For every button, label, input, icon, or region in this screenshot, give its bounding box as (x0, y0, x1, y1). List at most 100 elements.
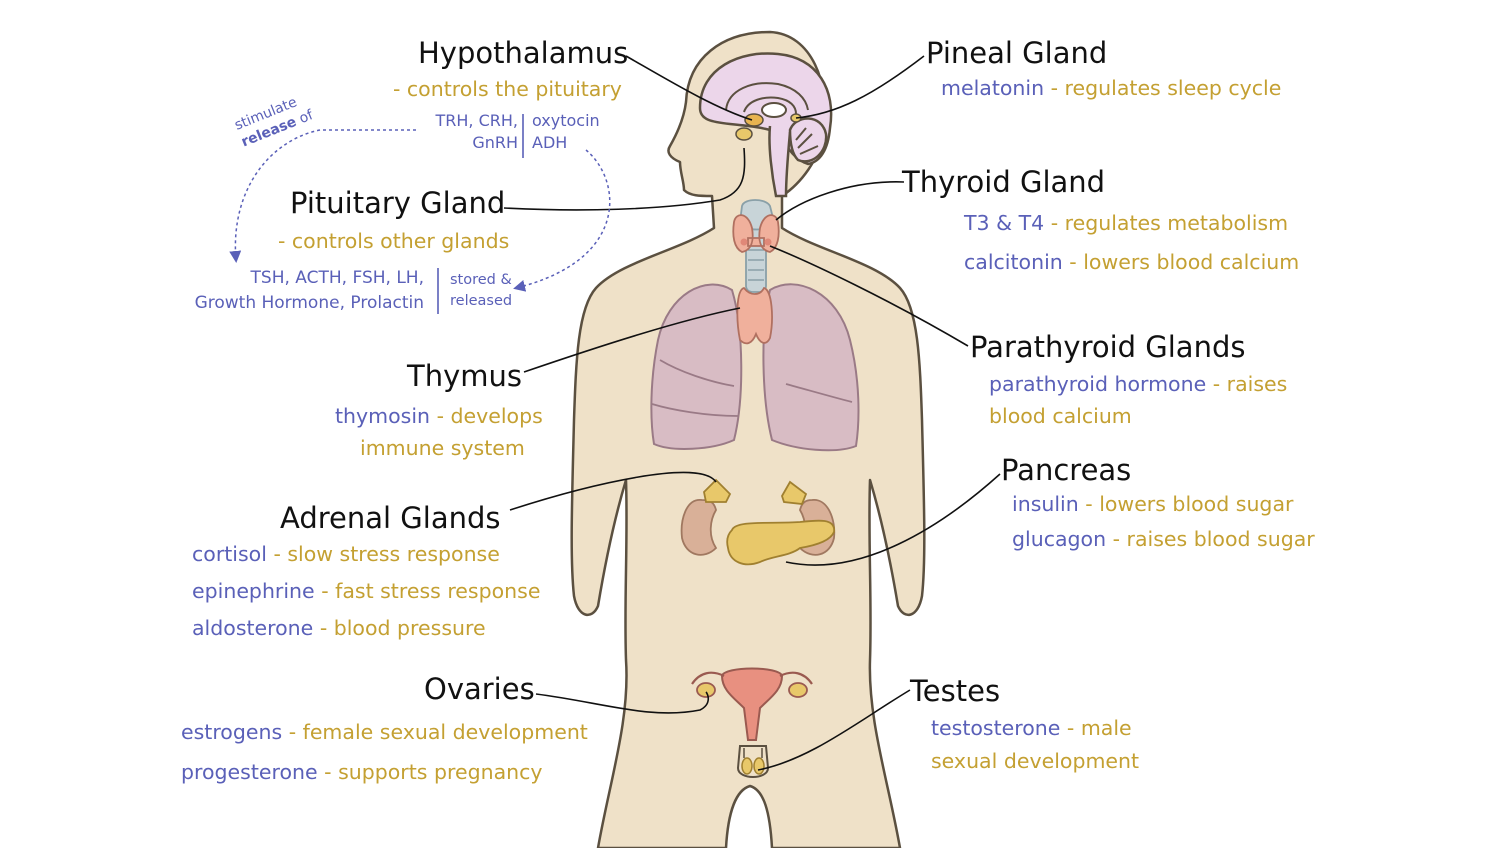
hormone-line: TSH, ACTH, FSH, LH, (250, 268, 424, 288)
hypothalamus-title: Hypothalamus (418, 36, 629, 70)
cerebellum (788, 117, 828, 163)
stored-released-arrow (513, 149, 611, 292)
thymus-line-2: immune system (360, 436, 525, 460)
left-lung-fissure (651, 359, 739, 417)
hormone-line: TRH, CRH, (435, 111, 519, 130)
hormone-function: - regulates sleep cycle (1050, 76, 1282, 100)
thymus-leader (523, 307, 741, 373)
adrenal-line-2: epinephrine - fast stress response (192, 578, 540, 604)
hormone-name: progesterone (181, 760, 318, 784)
brain-inner-fold (725, 82, 809, 111)
hypothalamus-posterior-hormones: oxytocin ADH (532, 110, 600, 154)
thymus-line-1: thymosin - develops (335, 403, 543, 429)
testes-line-1: testosterone - male (931, 715, 1132, 741)
thyroid-line-1: T3 & T4 - regulates metabolism (964, 210, 1288, 236)
hormone-function: - male (1066, 716, 1132, 740)
hormone-name: glucagon (1012, 527, 1107, 551)
stored-released-label: stored & released (450, 270, 512, 312)
hormone-name: melatonin (941, 76, 1045, 100)
fallopian-tubes (691, 671, 813, 685)
adrenal-line-3: aldosterone - blood pressure (192, 615, 486, 641)
hormone-name: calcitonin (964, 250, 1063, 274)
pituitary-marker (735, 127, 753, 141)
pineal-title: Pineal Gland (926, 36, 1108, 70)
left-testis (741, 757, 753, 775)
hormone-function: - regulates metabolism (1050, 211, 1289, 235)
parathyroid-dot (740, 238, 748, 246)
stimulate-arrow (229, 129, 416, 263)
leader-lines (503, 55, 1001, 771)
hormone-name: cortisol (192, 542, 267, 566)
hypothalamus-releasing-hormones: TRH, CRH, GnRH (400, 110, 519, 154)
right-testis (753, 757, 765, 775)
testes-leader (757, 689, 911, 771)
hormone-function: - lowers blood calcium (1069, 250, 1300, 274)
thyroid-title: Thyroid Gland (902, 165, 1106, 199)
pancreas-line-2: glucagon - raises blood sugar (1012, 526, 1315, 552)
parathyroid-line-2: blood calcium (989, 404, 1132, 428)
pituitary-title: Pituitary Gland (290, 186, 506, 220)
adrenal-title: Adrenal Glands (280, 501, 501, 535)
parathyroid-line-1: parathyroid hormone - raises (989, 371, 1287, 397)
cerebellum-folds (795, 127, 819, 155)
hormone-function: - raises blood sugar (1112, 527, 1315, 551)
released-line: released (450, 293, 513, 309)
hormone-name: testosterone (931, 716, 1061, 740)
body-silhouette (570, 30, 926, 848)
trachea-rings (748, 249, 764, 281)
hormone-name: epinephrine (192, 579, 315, 603)
left-lung (650, 283, 743, 450)
brain-thalamus (761, 102, 787, 118)
pituitary-leader (503, 147, 746, 211)
hormone-function: - fast stress response (321, 579, 541, 603)
hypothalamus-desc: - controls the pituitary (393, 77, 622, 101)
stored-line: stored & (450, 272, 512, 288)
hormone-function: - lowers blood sugar (1085, 492, 1294, 516)
right-ovary (788, 682, 808, 698)
pancreas-organ (726, 519, 835, 566)
ovaries-line-1: estrogens - female sexual development (181, 719, 588, 745)
hormone-function: - develops (436, 404, 543, 428)
pituitary-hormones: TSH, ACTH, FSH, LH, Growth Hormone, Prol… (150, 266, 424, 316)
pancreas-leader (785, 473, 1001, 566)
hormone-line: ADH (532, 133, 568, 152)
thymus-title: Thymus (407, 359, 522, 393)
right-adrenal (781, 480, 808, 505)
adrenal-line-1: cortisol - slow stress response (192, 541, 500, 567)
hormone-function: - raises (1212, 372, 1288, 396)
adrenal-leader (509, 471, 717, 511)
pancreas-line-1: insulin - lowers blood sugar (1012, 491, 1293, 517)
hypothalamus-leader (625, 55, 753, 121)
testes-ducts (743, 748, 763, 758)
left-ovary (696, 682, 716, 698)
hormone-line: GnRH (472, 133, 518, 152)
left-kidney (680, 499, 718, 556)
hormone-name: parathyroid hormone (989, 372, 1207, 396)
right-lung-fissure (785, 383, 853, 403)
testes-title: Testes (910, 674, 1001, 708)
right-lung (762, 283, 860, 452)
hormone-function: - blood pressure (319, 616, 486, 640)
hormone-name: T3 & T4 (964, 211, 1045, 235)
ovaries-title: Ovaries (424, 672, 535, 706)
hormone-name: estrogens (181, 720, 283, 744)
hormone-name: thymosin (335, 404, 431, 428)
hormone-dividers (437, 114, 524, 314)
hormone-line: oxytocin (532, 111, 600, 130)
pancreas-title: Pancreas (1001, 453, 1132, 487)
thyroid-line-2: calcitonin - lowers blood calcium (964, 249, 1299, 275)
ovaries-line-2: progesterone - supports pregnancy (181, 759, 543, 785)
parathyroid-dot (764, 238, 772, 246)
brain-stem (768, 125, 792, 198)
uterus (720, 667, 784, 741)
ovaries-leader (535, 691, 710, 714)
thymus-gland (736, 286, 773, 345)
release-arrows (229, 129, 611, 292)
hormone-function: - slow stress response (273, 542, 500, 566)
left-adrenal (703, 478, 732, 503)
parathyroid-leader (769, 245, 969, 347)
pituitary-desc: - controls other glands (278, 229, 510, 253)
thyroid-leader (775, 181, 905, 221)
hormone-function: - supports pregnancy (324, 760, 543, 784)
